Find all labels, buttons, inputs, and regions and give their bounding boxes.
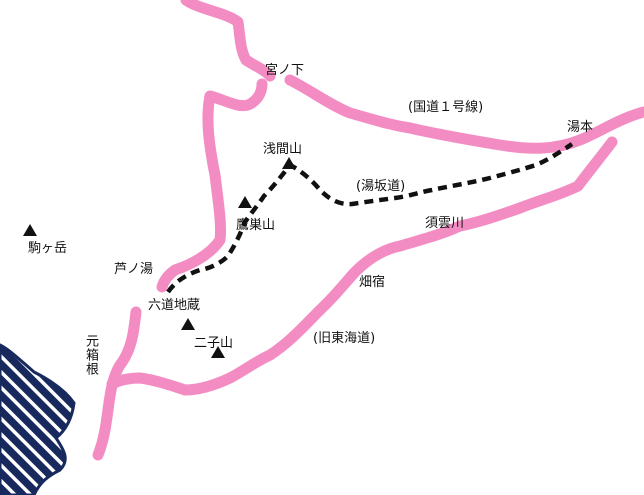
road-sugumo-river	[106, 136, 618, 396]
label-futagoyama: 二子山	[194, 336, 234, 351]
label-yusaka-trail: (湯坂道)	[356, 179, 406, 194]
road-motohakone	[92, 306, 142, 461]
label-komagatake: 駒ヶ岳	[28, 241, 68, 256]
peak-futagoyama-icon	[181, 318, 195, 330]
label-motohakone: 元箱根	[83, 334, 98, 376]
label-national-route-1: (国道１号線)	[408, 100, 484, 115]
label-old-tokaido: (旧東海道)	[313, 331, 376, 346]
label-yumoto: 湯本	[567, 120, 594, 135]
peak-futagoyama-icon-2	[211, 346, 225, 358]
road-miyanoshita-upper	[156, 78, 268, 293]
label-hatajuku: 畑宿	[359, 275, 386, 290]
label-rokudo-jizo: 六道地蔵	[148, 298, 201, 313]
peak-takanosuyama-icon	[238, 196, 252, 208]
road-national-route-1	[284, 74, 644, 154]
label-miyanoshita: 宮ノ下	[265, 63, 305, 78]
peak-sengenyama-icon	[282, 157, 296, 169]
peak-komagatake-icon	[23, 224, 37, 236]
lake-ashinoko	[0, 343, 76, 495]
label-ashinoyu: 芦ノ湯	[114, 262, 154, 277]
label-sugumo-river: 須雲川	[425, 216, 465, 231]
label-takanosuyama: 鷹巣山	[236, 218, 276, 233]
trail-yusaka	[166, 142, 574, 294]
road-top-north	[180, 0, 276, 82]
label-sengenyama: 浅間山	[263, 142, 303, 157]
